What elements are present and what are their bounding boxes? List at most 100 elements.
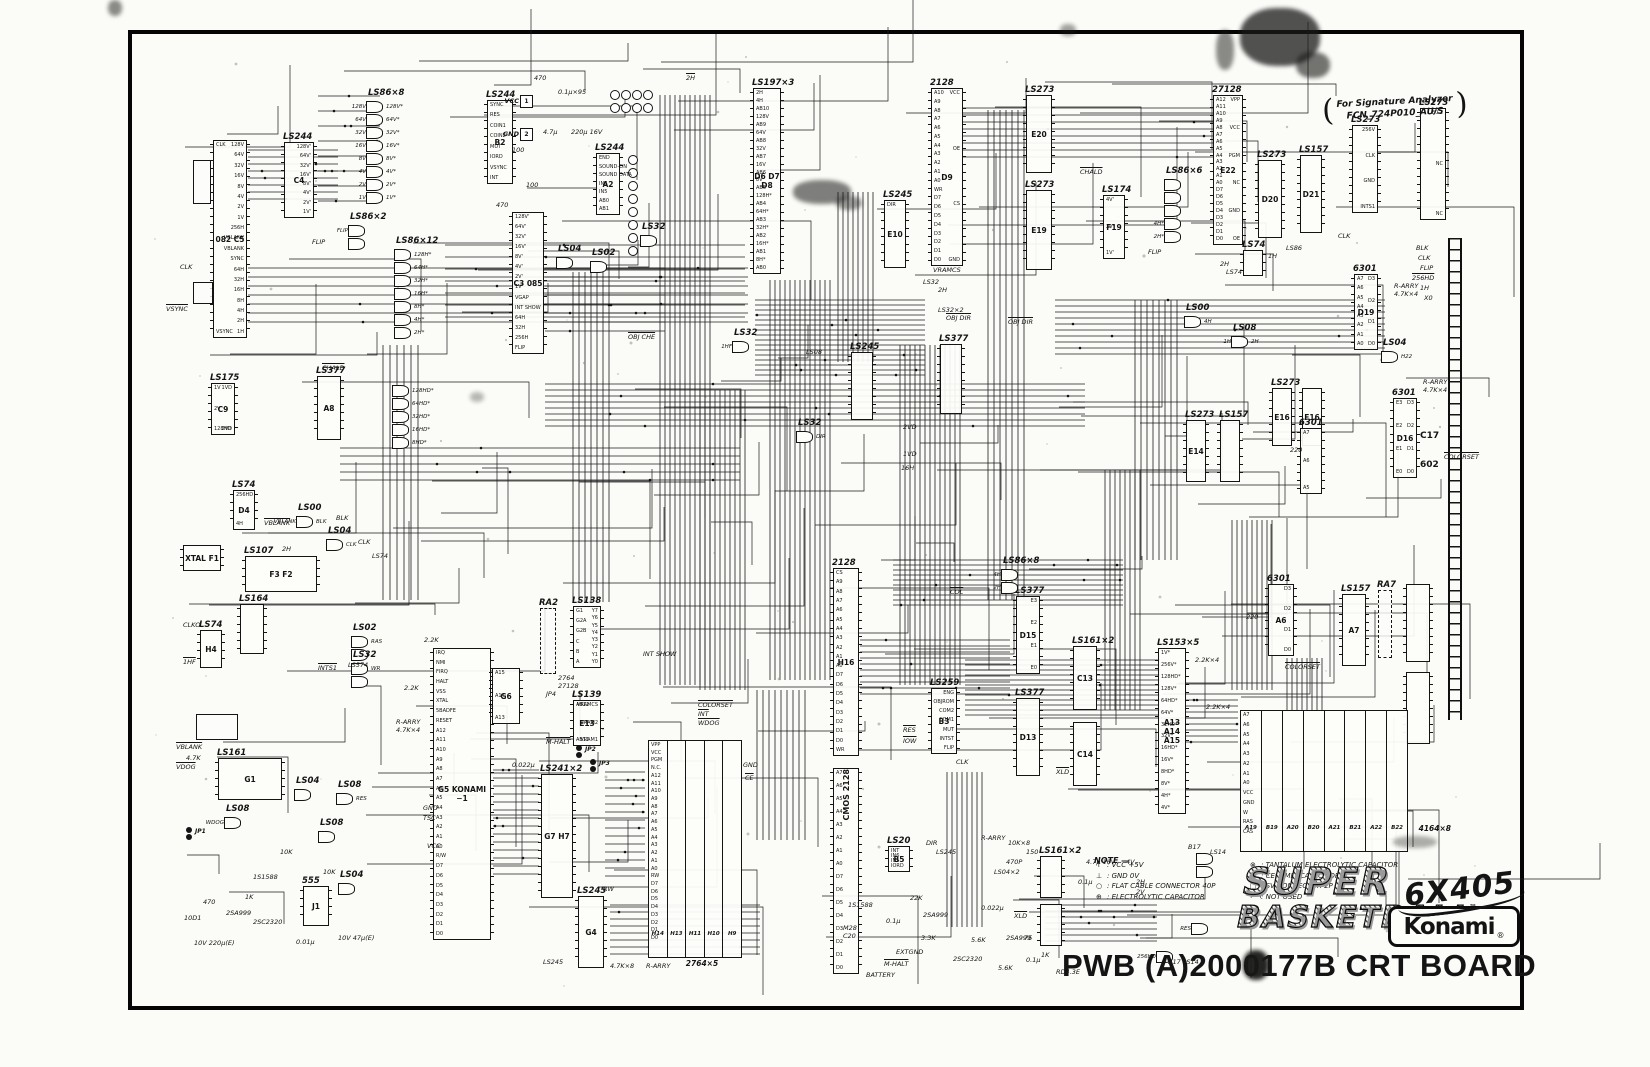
pin-label: 32H*: [756, 225, 769, 232]
note-text: : TANTALUM ELECTROLYTIC CAPACITOR: [1261, 861, 1398, 869]
ic-label: LS377: [939, 334, 969, 344]
pin-label: A1: [436, 834, 443, 841]
pin-label: 16H: [233, 287, 244, 294]
pin-label: 2V: [237, 204, 244, 211]
note-text: : FLAT CABLE CONNECTOR 40P: [1107, 882, 1216, 890]
ic-label: LS174: [1102, 185, 1132, 195]
pin-label: 16H*: [756, 241, 769, 248]
net-label: 0.1µ: [1078, 878, 1093, 886]
pin-label: A0: [436, 843, 443, 850]
ic-ref: G4: [585, 927, 597, 937]
net-label: 1S1588: [253, 873, 278, 881]
jumper-dot: [186, 834, 192, 840]
net-label: 0.1µ: [886, 917, 901, 925]
net-label: LS86: [1286, 244, 1303, 252]
ic-CMOS 2128: CMOS 2128A7A6A5A4A3A2A1A0D7D6D5D4D3D2D1D…: [830, 768, 862, 974]
pin-label: W: [1243, 809, 1248, 816]
logic-gate-icon: [394, 326, 411, 339]
ic-label: LS107: [244, 546, 274, 556]
pin-label: SOUND DATA: [599, 172, 632, 178]
pin-label: AB7: [756, 153, 767, 160]
pin-label: 5BADFE: [436, 708, 456, 715]
net-label: 2SA999: [1006, 934, 1032, 942]
gate-output-label: 4V*: [386, 168, 397, 175]
pin-label: A5: [836, 796, 843, 802]
pin-label: A1: [1216, 173, 1223, 180]
gate-output-label: 128V*: [386, 103, 404, 110]
pin-label: 4H: [237, 308, 244, 314]
net-label: VBLANK: [264, 519, 291, 527]
gate-row: RES: [1180, 922, 1211, 935]
pin-label: VSYNC: [216, 329, 233, 335]
pin-label: A7: [1243, 712, 1250, 718]
pin-label: A7: [651, 811, 658, 818]
gate-row: 128HD*: [392, 384, 434, 397]
net-label: CLK: [1338, 232, 1351, 240]
pin-label: COIN2: [490, 133, 506, 140]
logic-gate-icon: [1184, 315, 1201, 328]
gate-cluster-label: LS04: [340, 870, 364, 880]
pin-label: D4: [836, 700, 844, 707]
gate-output-label: H22: [1401, 353, 1413, 360]
gate-output-label: 16V*: [386, 142, 400, 149]
pin-label: NC: [1232, 180, 1240, 187]
chip-array-caption: 4164×8: [1418, 824, 1451, 833]
connector-pin-circle: [632, 90, 642, 100]
pin-label: A9: [836, 579, 843, 586]
scan-smudge: [470, 392, 484, 402]
board-title: PWB (A)2000177B CRT BOARD: [1062, 948, 1537, 983]
pin-label: B: [576, 648, 580, 655]
pin-label: OE: [1232, 235, 1240, 242]
logic-gate-icon: [1164, 204, 1181, 217]
gate-row: 2H: [993, 581, 1041, 594]
pin-label: 2V: [214, 405, 221, 412]
ic-label: LS157: [1341, 584, 1371, 594]
net-label: 0.1µ: [1026, 956, 1041, 964]
net-label: VRAMCS: [933, 266, 961, 274]
net-label: CLK: [180, 263, 193, 271]
ic-082 C5: 082 C5CLKVSYNC128V64V32V16V8V4V2V1V256HV…: [210, 140, 250, 338]
pin-label: Y5: [591, 622, 598, 629]
pin-label: D5: [836, 900, 844, 906]
pin-label: AB8: [756, 137, 767, 144]
chip-column: A21: [1323, 711, 1345, 851]
chip-name: B19: [1265, 825, 1278, 831]
logic-gate-icon: [351, 662, 368, 675]
net-label: 5.6K: [971, 936, 986, 944]
net-label: COLORSET: [698, 701, 733, 709]
pin-label: FLIP: [943, 744, 954, 751]
pin-label: INTS1: [1360, 203, 1375, 210]
gate-row: 16H*: [394, 287, 440, 300]
gate-output-label: 8H*: [414, 303, 425, 310]
pin-label: A1: [836, 848, 843, 854]
net-label: EXTGND: [896, 948, 924, 956]
pin-label: 4H*: [1161, 793, 1171, 800]
pin-label: RES: [490, 112, 500, 119]
pin-label: D1: [1283, 626, 1291, 633]
pin-label: E3: [1030, 598, 1037, 604]
gate-output-label: 16HD*: [412, 426, 431, 433]
net-label: 1HF: [183, 658, 196, 666]
pin-label: D3: [1216, 214, 1224, 221]
gate-cluster-label: LS02: [353, 623, 377, 633]
pin-label: 4H: [756, 97, 763, 104]
net-label: B17: [1188, 843, 1201, 851]
pin-label: 256V: [1362, 127, 1375, 133]
pin-label: G2B: [576, 628, 587, 635]
pin-label: D1: [651, 927, 659, 934]
